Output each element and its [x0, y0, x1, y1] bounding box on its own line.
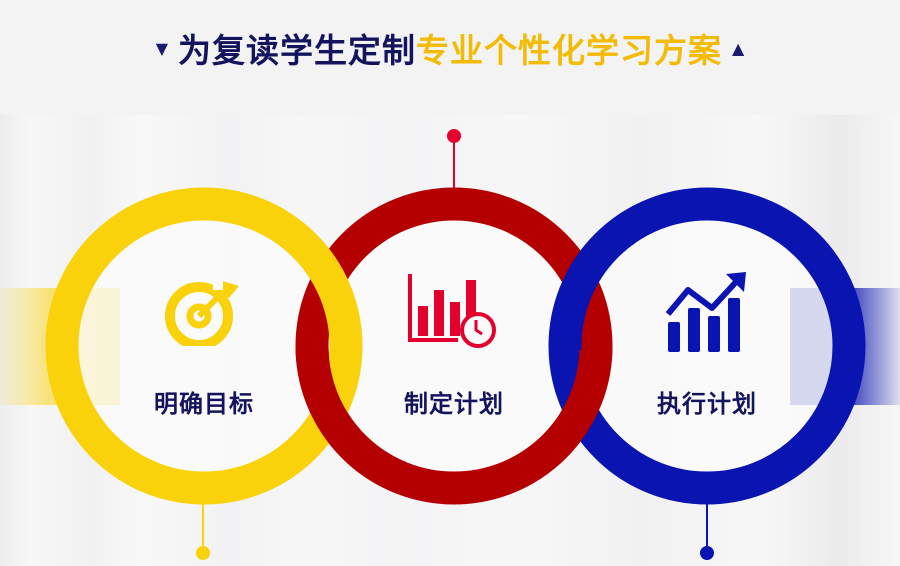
title-part-yellow: 专业个性化学习方案: [416, 31, 722, 70]
red-ring: [295, 187, 613, 505]
triangle-down-icon: ▼: [155, 38, 168, 58]
page-title: ▼ 为复读学生定制 专业个性化学习方案 ▲: [0, 18, 900, 78]
yellow-pin-dot: [196, 546, 210, 560]
bar-chart-clock-icon: [408, 274, 496, 348]
step-execute-plan: 执行计划: [607, 384, 807, 419]
target-arrow-icon: [165, 280, 239, 346]
step-label: 明确目标: [154, 390, 254, 418]
red-pin-dot: [447, 129, 461, 143]
yellow-ring: [45, 187, 363, 505]
blue-pin-dot: [700, 546, 714, 560]
step-clarify-goal: 明确目标: [104, 384, 304, 419]
title-part-navy: 为复读学生定制: [178, 31, 416, 70]
step-label: 执行计划: [657, 390, 757, 418]
step-make-plan: 制定计划: [354, 384, 554, 419]
triangle-up-icon: ▲: [732, 38, 745, 58]
header-background: [0, 0, 900, 115]
blue-ring: [548, 187, 866, 505]
growth-chart-icon: [665, 272, 746, 352]
step-label: 制定计划: [404, 390, 504, 418]
